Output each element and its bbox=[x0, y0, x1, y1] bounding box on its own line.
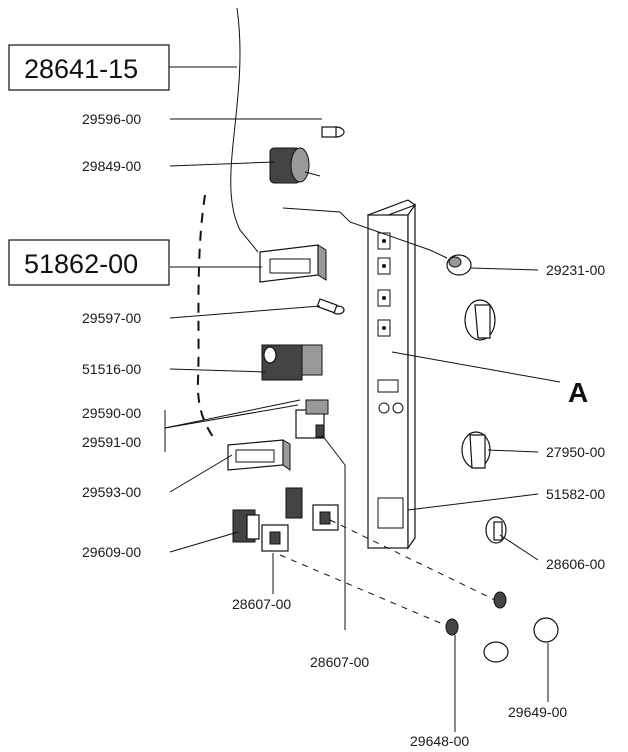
label-29849-00: 29849-00 bbox=[82, 158, 141, 174]
cable-line bbox=[230, 7, 259, 253]
part-29593-00 bbox=[227, 439, 291, 471]
reference-letter-a: A bbox=[568, 377, 588, 408]
label-51516-00: 51516-00 bbox=[82, 361, 141, 377]
label-51582-00: 51582-00 bbox=[546, 486, 605, 502]
knob-upper bbox=[464, 299, 496, 341]
label-29590-00: 29590-00 bbox=[82, 405, 141, 421]
panel-strip-51582-00 bbox=[366, 199, 417, 550]
label-29649-00: 29649-00 bbox=[508, 704, 567, 720]
part-28607-00-b bbox=[285, 487, 339, 531]
part-29648-00-knob bbox=[445, 591, 507, 636]
label-28606-00: 28606-00 bbox=[546, 556, 605, 572]
label-29596-00: 29596-00 bbox=[82, 111, 141, 127]
part-29597-00 bbox=[316, 298, 345, 315]
label-28607-00-b: 28607-00 bbox=[310, 654, 369, 670]
boxed-label-51862-00-text: 51862-00 bbox=[24, 249, 138, 279]
part-29649-00-knob bbox=[483, 617, 559, 663]
label-29609-00: 29609-00 bbox=[82, 544, 141, 560]
part-29849-00 bbox=[269, 147, 321, 184]
part-28606-00 bbox=[485, 516, 507, 544]
part-28607-00-a bbox=[261, 524, 289, 552]
label-29648-00: 29648-00 bbox=[410, 733, 469, 749]
part-51516-00 bbox=[261, 344, 323, 381]
label-29593-00: 29593-00 bbox=[82, 484, 141, 500]
part-29231-00 bbox=[446, 254, 472, 276]
boxed-label-28641-15-text: 28641-15 bbox=[24, 54, 138, 84]
label-28607-00-a: 28607-00 bbox=[232, 596, 291, 612]
label-29591-00: 29591-00 bbox=[82, 434, 141, 450]
label-29597-00: 29597-00 bbox=[82, 310, 141, 326]
part-51862-00 bbox=[259, 244, 327, 283]
part-29596-00 bbox=[321, 126, 345, 138]
dashed-line-lower bbox=[279, 554, 446, 626]
label-27950-00: 27950-00 bbox=[546, 444, 605, 460]
part-27950-00 bbox=[461, 431, 491, 469]
part-29590-00 bbox=[295, 399, 329, 439]
boxed-label-28641-15: 28641-15 bbox=[8, 44, 170, 91]
boxed-label-51862-00: 51862-00 bbox=[8, 239, 170, 286]
dashed-wire bbox=[196, 194, 216, 441]
part-29609-00 bbox=[232, 509, 260, 543]
label-29231-00: 29231-00 bbox=[546, 262, 605, 278]
